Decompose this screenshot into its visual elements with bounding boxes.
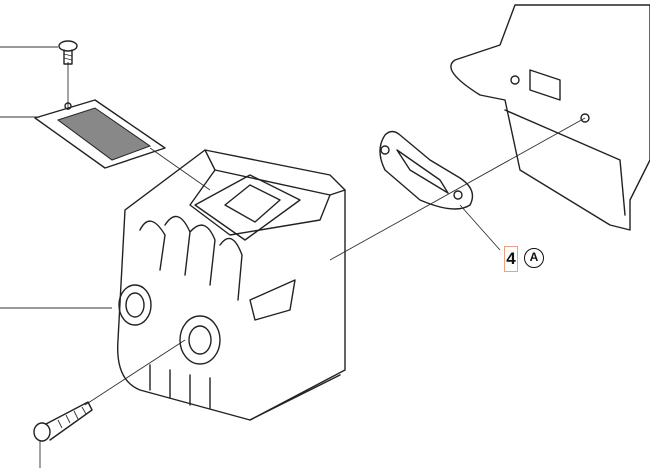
reference-letter-badge: A [524, 248, 544, 268]
part-number-label[interactable]: 4 [504, 246, 518, 272]
bolt-icon [33, 401, 93, 442]
mounting-bracket [450, 4, 650, 231]
spark-arrestor-screen [34, 99, 166, 169]
screw-icon [58, 40, 78, 65]
muffler [116, 149, 346, 421]
gasket [379, 130, 474, 210]
